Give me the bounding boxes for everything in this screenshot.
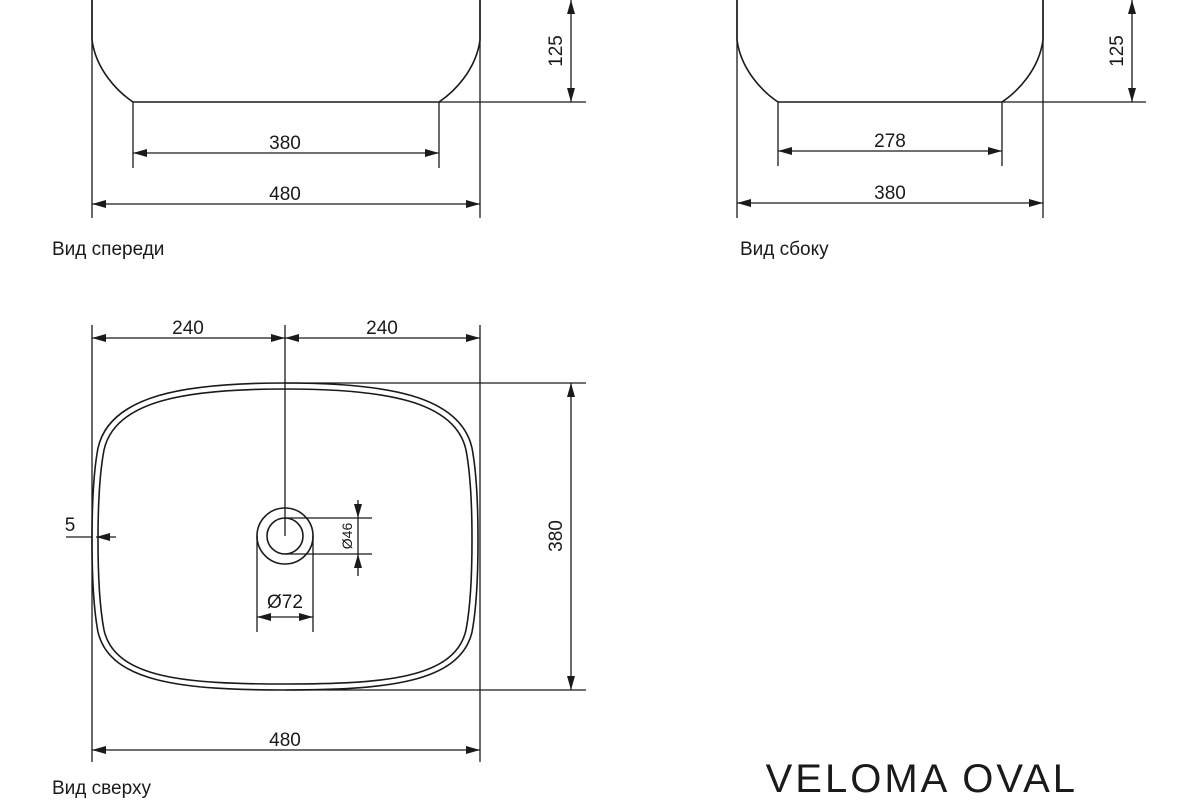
side-view-profile <box>736 0 1044 103</box>
front-view: 125 380 480 Вид спереди <box>52 0 586 260</box>
side-view: 125 278 380 Вид сбоку <box>736 0 1146 260</box>
top-view-inner-rim <box>97 388 473 685</box>
side-view-caption: Вид сбоку <box>740 239 829 260</box>
front-top-width-label: 480 <box>269 184 301 205</box>
depth-label: 380 <box>546 520 567 552</box>
side-height-label: 125 <box>1107 35 1128 67</box>
side-top-width-label: 380 <box>874 183 906 204</box>
front-view-profile <box>91 0 481 103</box>
drain-outer-label: Ø72 <box>267 592 303 613</box>
front-base-width-label: 380 <box>269 133 301 154</box>
front-height-label: 125 <box>546 35 567 67</box>
top-view-caption: Вид сверху <box>52 778 151 799</box>
width-label: 480 <box>269 730 301 751</box>
rim-label: 5 <box>65 515 76 536</box>
front-view-caption: Вид спереди <box>52 239 164 260</box>
product-name: VELOMA OVAL <box>766 757 1078 800</box>
drain-inner-label: Ø46 <box>339 523 355 550</box>
side-base-width-label: 278 <box>874 131 906 152</box>
right-half-label: 240 <box>366 318 398 339</box>
left-half-label: 240 <box>172 318 204 339</box>
top-view: 240 240 380 480 5 Ø46 Ø72 Вид сверху <box>52 318 586 799</box>
